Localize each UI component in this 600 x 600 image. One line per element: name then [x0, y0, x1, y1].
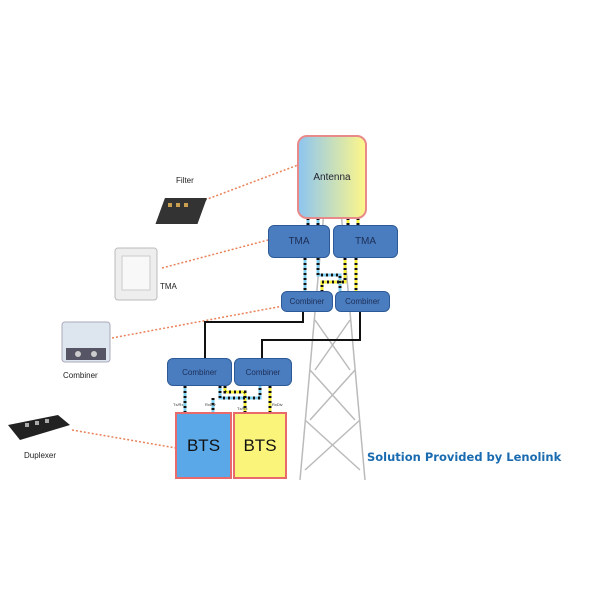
credit-text: Solution Provided by Lenolink: [367, 450, 562, 464]
combiner-box: Combiner: [167, 358, 232, 386]
leader-lines: [71, 164, 299, 449]
filter-label: Filter: [176, 176, 194, 185]
bts-box: BTS: [233, 412, 287, 479]
combiner-label: Combiner: [289, 297, 325, 306]
tma-image: [114, 247, 158, 301]
bts-label: BTS: [186, 435, 221, 455]
feeder-cables: [204, 312, 361, 358]
combiner-image: [61, 321, 111, 363]
tma-component-label: TMA: [160, 282, 177, 291]
port-label: RxDiv: [272, 402, 283, 407]
port-label: Tx/Rx: [237, 406, 248, 411]
combiner-box: Combiner: [234, 358, 292, 386]
combiner-component-label: Combiner: [63, 371, 98, 380]
antenna-label: Antenna: [313, 171, 351, 183]
duplexer-label: Duplexer: [24, 451, 57, 460]
tma-box: TMA: [333, 225, 398, 258]
filter-image: [155, 198, 207, 224]
bts-box: BTS: [175, 412, 232, 479]
combiner-label: Combiner: [245, 367, 281, 377]
tma-box: TMA: [268, 225, 330, 258]
port-label: RxDiv: [205, 402, 216, 407]
duplexer-image: [8, 415, 70, 440]
tma-label: TMA: [354, 236, 377, 247]
port-label: Tx/Rx: [173, 402, 184, 407]
antenna-box: Antenna: [297, 135, 367, 219]
tma-label: TMA: [288, 236, 310, 247]
bts-label: BTS: [243, 435, 277, 455]
combiner-label: Combiner: [345, 297, 380, 306]
combiner-box: Combiner: [335, 291, 390, 312]
combiner-label: Combiner: [182, 367, 217, 377]
combiner-box: Combiner: [281, 291, 333, 312]
